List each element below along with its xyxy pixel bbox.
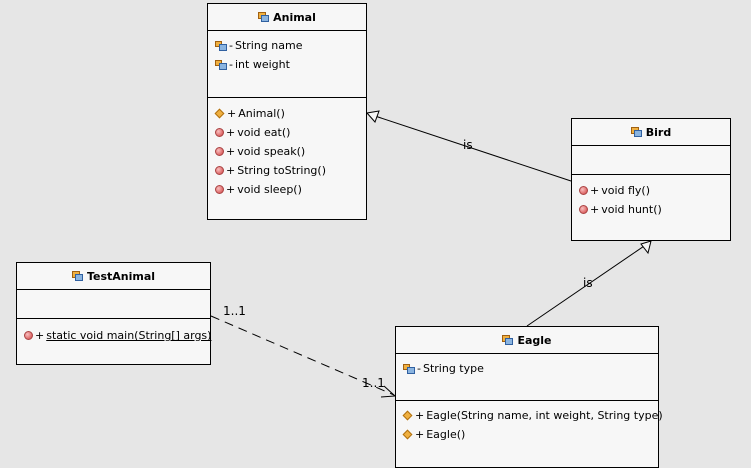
class-bird-operations: + void fly() + void hunt() <box>572 175 730 219</box>
eagle-bird-relation-label: is <box>583 276 593 290</box>
operation-row: + void fly() <box>572 181 730 200</box>
operation-row: + String toString() <box>208 161 366 180</box>
class-animal-operations: + Animal() + void eat() + void speak() +… <box>208 98 366 199</box>
visibility-marker: - <box>417 362 421 375</box>
visibility-marker: + <box>226 145 236 158</box>
operation-row: + void hunt() <box>572 200 730 219</box>
attribute-row: - String type <box>396 359 658 378</box>
visibility-marker: - <box>229 39 233 52</box>
operation-text: void speak() <box>237 145 306 158</box>
method-icon <box>215 166 224 175</box>
class-icon <box>258 12 270 22</box>
operation-row: + Eagle(String name, int weight, String … <box>396 406 663 425</box>
method-icon <box>579 205 588 214</box>
visibility-marker: + <box>226 183 236 196</box>
operation-text: void sleep() <box>237 183 302 196</box>
operation-text: void fly() <box>601 184 651 197</box>
field-icon <box>215 59 227 70</box>
method-icon <box>215 147 224 156</box>
class-test-animal[interactable]: TestAnimal + static void main(String[] a… <box>16 262 211 365</box>
operation-row: + void sleep() <box>208 180 366 199</box>
visibility-marker: + <box>415 428 425 441</box>
operation-text: String toString() <box>237 164 326 177</box>
method-icon <box>215 128 224 137</box>
attribute-row: - String name <box>208 36 366 55</box>
constructor-icon <box>214 108 225 119</box>
visibility-marker: + <box>35 329 45 342</box>
class-eagle-operations: + Eagle(String name, int weight, String … <box>396 401 663 444</box>
bird-animal-relation-label: is <box>463 138 473 152</box>
class-animal-attributes: - String name - int weight <box>208 31 366 98</box>
target-multiplicity-label: 1..1 <box>362 376 385 390</box>
class-eagle-header: Eagle <box>396 327 658 354</box>
operation-text: static void main(String[] args) <box>46 329 212 342</box>
class-bird-attributes <box>572 146 730 175</box>
visibility-marker: + <box>590 203 600 216</box>
operation-row: + void eat() <box>208 123 366 142</box>
class-test-animal-attributes <box>17 290 210 319</box>
class-icon <box>502 335 514 345</box>
constructor-icon <box>402 410 413 421</box>
class-test-animal-operations: + static void main(String[] args) <box>17 319 212 345</box>
bird-animal-generalization-line[interactable] <box>368 113 572 182</box>
eagle-bird-generalization-line[interactable] <box>526 241 651 327</box>
attribute-text: String type <box>422 362 484 375</box>
method-icon <box>215 185 224 194</box>
test-eagle-dependency-line[interactable] <box>210 315 395 396</box>
visibility-marker: + <box>226 164 236 177</box>
class-bird-header: Bird <box>572 119 730 146</box>
visibility-marker: + <box>227 107 237 120</box>
class-bird-name: Bird <box>645 125 672 139</box>
operation-row: + void speak() <box>208 142 366 161</box>
attribute-row: - int weight <box>208 55 366 74</box>
visibility-marker: + <box>590 184 600 197</box>
method-icon <box>579 186 588 195</box>
operation-text: Eagle() <box>426 428 466 441</box>
class-test-animal-name: TestAnimal <box>86 269 156 283</box>
operation-text: Animal() <box>238 107 285 120</box>
field-icon <box>215 40 227 51</box>
visibility-marker: + <box>226 126 236 139</box>
operation-text: void eat() <box>237 126 291 139</box>
class-animal[interactable]: Animal - String name - int weight + Anim… <box>207 3 367 220</box>
constructor-icon <box>402 429 413 440</box>
field-icon <box>403 363 415 374</box>
attribute-text: int weight <box>234 58 290 71</box>
operation-text: Eagle(String name, int weight, String ty… <box>426 409 663 422</box>
class-eagle-attributes: - String type <box>396 354 658 401</box>
operation-row: + Animal() <box>208 104 366 123</box>
class-animal-header: Animal <box>208 4 366 31</box>
class-test-animal-header: TestAnimal <box>17 263 210 290</box>
class-animal-name: Animal <box>273 10 316 24</box>
visibility-marker: + <box>415 409 425 422</box>
operation-row: + Eagle() <box>396 425 658 444</box>
operation-text: void hunt() <box>601 203 662 216</box>
class-bird[interactable]: Bird + void fly() + void hunt() <box>571 118 731 241</box>
attribute-text: String name <box>234 39 303 52</box>
class-icon <box>630 127 642 137</box>
source-multiplicity-label: 1..1 <box>223 304 246 318</box>
eagle-bird-arrowhead <box>640 240 652 255</box>
operation-row: + static void main(String[] args) <box>17 326 212 345</box>
class-eagle[interactable]: Eagle - String type + Eagle(String name,… <box>395 326 663 468</box>
bird-animal-arrowhead <box>366 110 380 123</box>
visibility-marker: - <box>229 58 233 71</box>
class-eagle-name: Eagle <box>517 333 552 347</box>
class-icon <box>71 271 83 281</box>
static-method-icon <box>24 331 33 340</box>
